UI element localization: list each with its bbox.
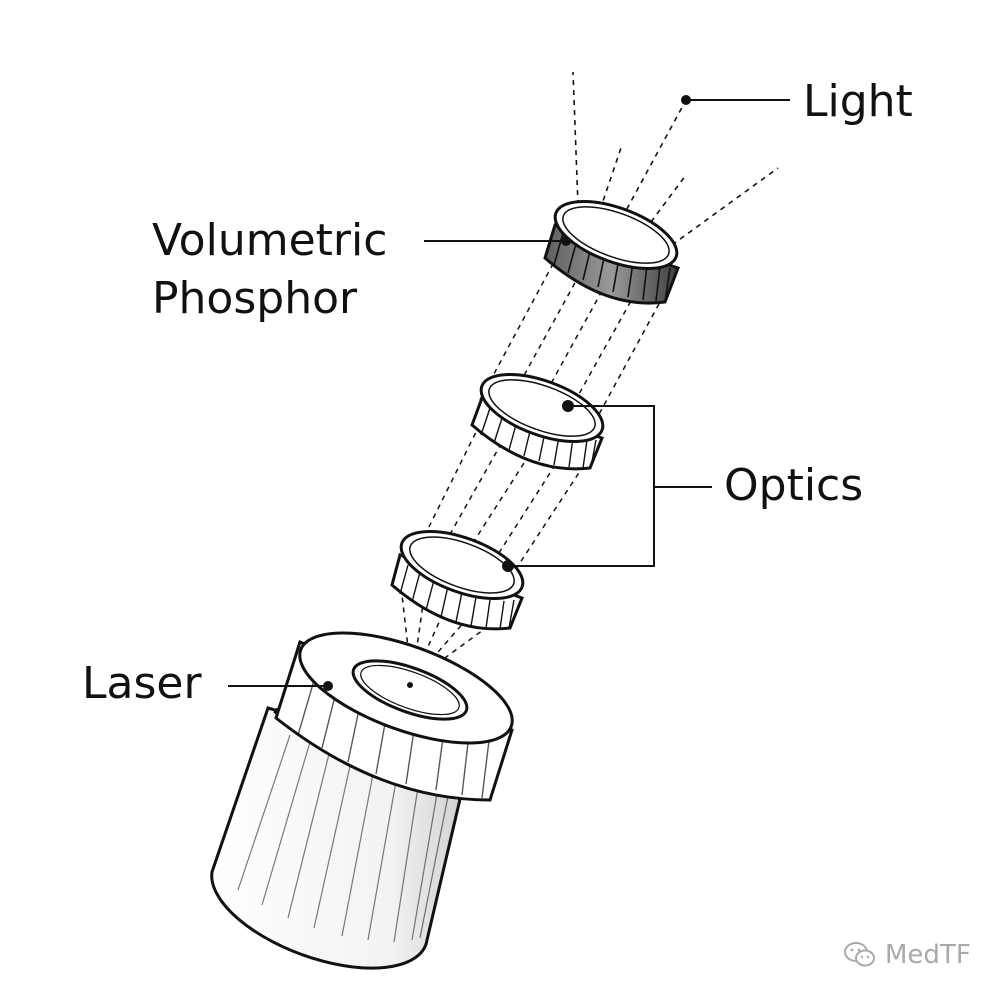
label-volumetric-phosphor: Volumetric Phosphor: [152, 212, 387, 328]
label-light: Light: [803, 76, 913, 127]
leader-light: [681, 95, 790, 105]
watermark-text: MedTF: [885, 940, 971, 970]
laser-body: [210, 631, 514, 970]
leader-optics: [502, 400, 712, 572]
label-optics: Optics: [724, 460, 864, 511]
optic-ring-lower: [390, 529, 525, 631]
watermark: MedTF: [843, 940, 971, 970]
beam-lines: [399, 261, 661, 683]
leader-laser: [228, 681, 333, 691]
optic-ring-upper: [470, 372, 605, 471]
leader-phosphor: [424, 236, 571, 246]
label-laser: Laser: [82, 658, 202, 709]
phosphor-ring: [543, 199, 680, 305]
label-phosphor-line1: Volumetric: [152, 215, 388, 266]
label-phosphor-line2: Phosphor: [152, 273, 358, 325]
wechat-icon: [844, 942, 875, 967]
